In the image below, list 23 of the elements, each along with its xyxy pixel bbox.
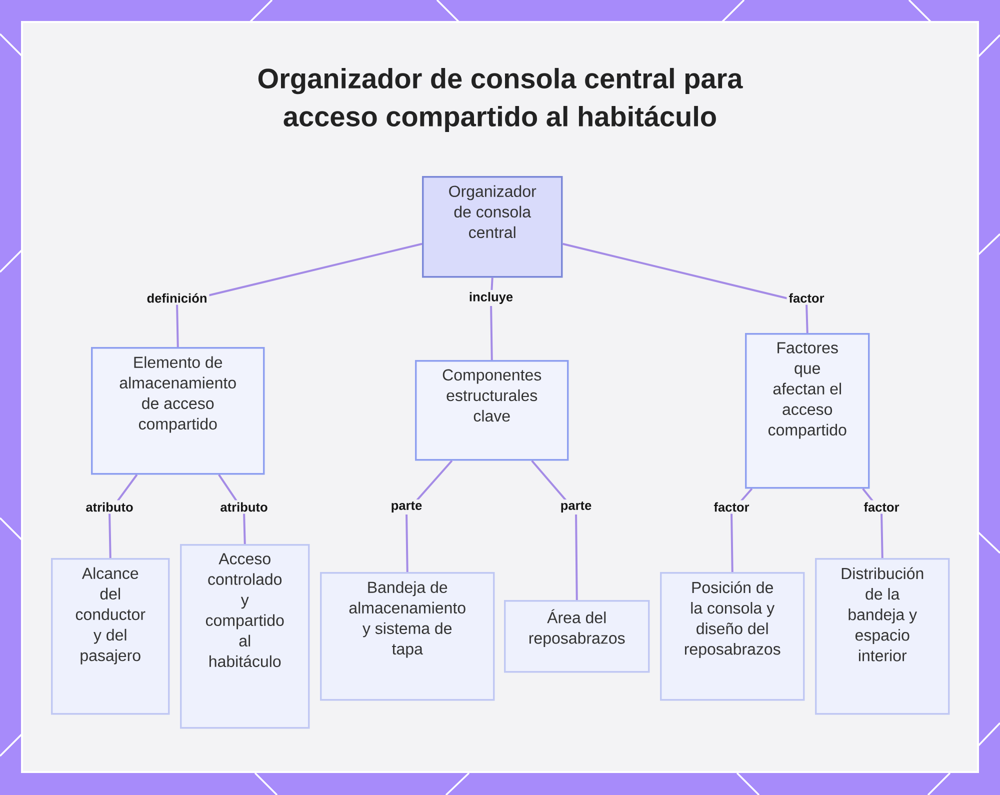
connector-line [531,460,578,600]
edge-label: incluye [466,290,516,306]
concept-box: Distribución de la bandeja y espacio interior [815,558,950,715]
connector-line [176,242,422,348]
edge-label: atributo [218,500,270,514]
concept-box: Organizador de consola central [422,176,563,278]
edge-label: factor [862,500,902,514]
edge-label: atributo [84,500,136,514]
edge-label: parte [388,500,424,514]
concept-box: Elemento de almacenamiento de acceso compartido [91,347,265,475]
concept-box: Componentes estructurales clave [415,360,569,461]
title: Organizador de consola central para acceso compartido al habitáculo [258,68,743,132]
concept-box: Área del reposabrazos [504,600,650,673]
edge-label: definición [144,291,210,305]
edge-label: factor [712,500,752,514]
edge-label: factor [786,291,826,305]
concept-box: Alcance del conductor y del pasajero [51,558,170,715]
concept-box: Factores que afectan el acceso compartido [745,333,870,489]
concept-box: Bandeja de almacenamiento y sistema de tapa [320,572,495,701]
concept-box: Posición de la consola y diseño del reposabrazos [660,572,805,701]
connector-line [562,242,808,334]
edge-label: parte [558,500,594,514]
concept-box: Acceso controlado y compartido al habitáculo [180,544,310,729]
